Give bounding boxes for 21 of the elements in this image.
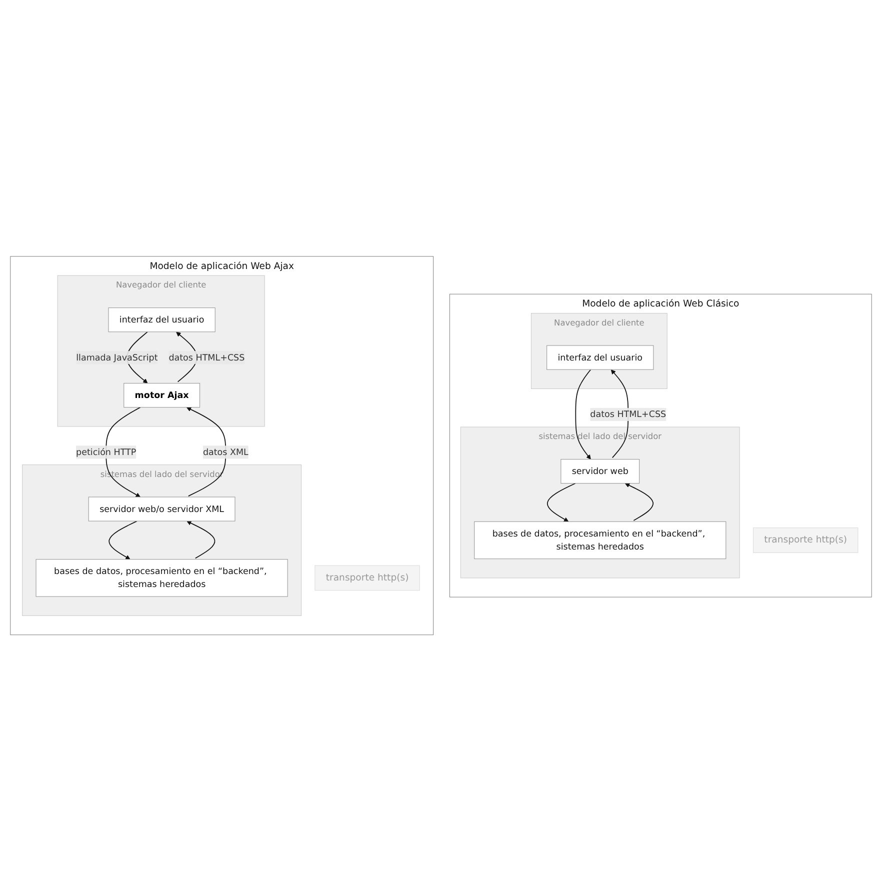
- edge-label: llamada JavaScript: [76, 352, 158, 363]
- arrow: [108, 521, 138, 560]
- arrow: [186, 521, 216, 560]
- arrow: [106, 407, 141, 498]
- node-box: transporte http(s): [314, 566, 420, 592]
- edge-label: datos HTML+CSS: [168, 352, 245, 363]
- arrow: [186, 408, 226, 497]
- node-box: servidor web/o servidor XML: [88, 497, 236, 522]
- arrow: [546, 483, 576, 522]
- node-box: interfaz del usuario: [546, 346, 654, 370]
- node-box: servidor web: [560, 459, 640, 484]
- arrow: [624, 484, 654, 522]
- node-box: bases de datos, procesamiento en el “backend”, sistemas heredados: [474, 522, 726, 560]
- edge-label: datos XML: [202, 447, 248, 458]
- node-box: transporte http(s): [752, 528, 858, 554]
- arrow: [575, 370, 592, 460]
- node-box: interfaz del usuario: [108, 308, 216, 333]
- edge-label: datos HTML+CSS: [590, 409, 666, 420]
- node-box: bases de datos, procesamiento en el “backend”, sistemas heredados: [36, 559, 288, 598]
- edge-label: petición HTTP: [76, 447, 136, 458]
- node-box: motor Ajax: [124, 383, 200, 408]
